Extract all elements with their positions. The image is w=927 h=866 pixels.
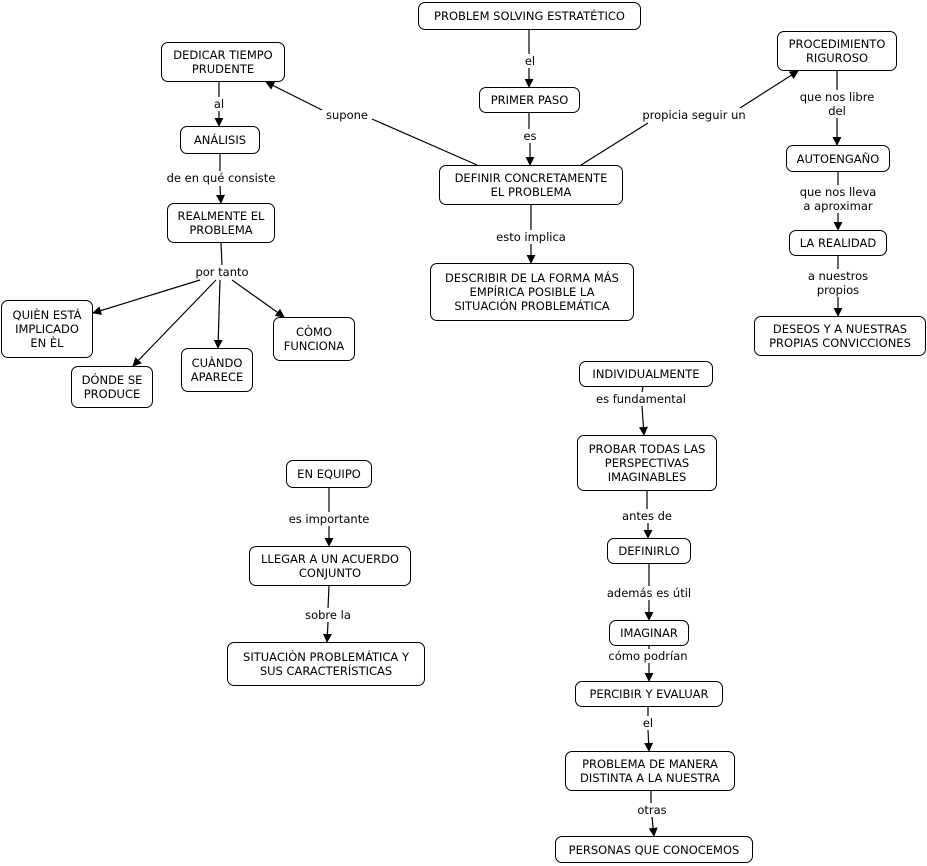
edge-por-tanto-como [231,279,285,318]
edge-acuerdo-sobre [327,585,330,609]
node-personas[interactable]: PERSONAS QUE CONOCEMOS [555,836,753,863]
link-label-fundamental: es fundamental [593,392,689,406]
node-probar[interactable]: PROBAR TODAS LAS PERSPECTIVAS IMAGINABLE… [577,435,717,491]
link-label-sobre: sobre la [303,608,353,622]
edge-por-tanto-cuando [213,279,223,349]
node-describir[interactable]: DESCRIBIR DE LA FORMA MÁS EMPÍRICA POSIB… [430,263,634,321]
node-manera[interactable]: PROBLEMA DE MANERA DISTINTA A LA NUESTRA [565,751,735,791]
node-imaginar[interactable]: IMAGINAR [609,620,689,646]
node-individualmente[interactable]: INDIVIDUALMENTE [579,361,713,387]
node-realidad[interactable]: LA REALIDAD [789,230,887,256]
edge-por-tanto-donde [132,279,217,367]
edge-individualmente-fundamental [641,386,644,393]
link-label-propicia: propicia seguir un [640,108,748,122]
link-label-esto-implica: esto implica [494,230,568,244]
node-situacion[interactable]: SITUACIÒN PROBLEMÁTICA Y SUS CARACTERÍST… [227,642,425,686]
edge-fundamental-probar [638,405,648,436]
edge-realmente-por-tanto [220,242,223,266]
link-label-el: el [522,54,538,68]
edge-por-tanto-quien [92,279,201,315]
node-cuando[interactable]: CUÀNDO APARECE [181,348,253,392]
node-primer-paso[interactable]: PRIMER PASO [479,87,580,113]
link-label-podrian: cómo podrían [606,649,690,663]
link-label-importante: es importante [286,512,372,526]
node-percibir[interactable]: PERCIBIR Y EVALUAR [575,681,723,707]
node-deseos[interactable]: DESEOS Y A NUESTRAS PROPIAS CONVICCIONES [754,316,926,356]
edge-definir-supone [371,118,478,166]
link-label-otras: otras [635,803,669,817]
link-label-el-2: el [640,716,656,730]
edge-sobre-situacion [322,621,332,643]
link-label-util: además es útil [604,586,694,600]
link-label-por-tanto: por tanto [193,265,251,279]
link-label-aproximar: que nos lleva a aproximar [793,185,883,213]
edge-propicia-procedimiento [739,70,799,109]
node-problem-solving[interactable]: PROBLEM SOLVING ESTRATÉTICO [418,2,641,30]
node-donde[interactable]: DÓNDE SE PRODUCE [71,366,153,408]
edge-el-manera [644,729,654,752]
node-equipo[interactable]: EN EQUIPO [286,460,372,488]
link-label-antes: antes de [620,509,674,523]
link-label-al: al [211,97,227,111]
node-definir[interactable]: DEFINIR CONCRETAMENTE EL PROBLEMA [439,165,623,205]
node-quien[interactable]: QUIÈN ESTÁ IMPLICADO EN ÈL [1,300,93,358]
link-label-libre: que nos libre del [797,90,877,118]
node-analisis[interactable]: ANÁLISIS [180,126,260,154]
link-label-consiste: de en qué consiste [164,171,278,185]
node-dedicar[interactable]: DEDICAR TIEMPO PRUDENTE [161,42,285,82]
node-definirlo[interactable]: DEFINIRLO [607,538,691,564]
link-label-es: es [521,129,539,143]
link-label-propios: a nuestros propios [793,269,883,297]
edge-consiste-realmente [216,185,226,204]
edge-definir-propicia [580,122,649,166]
node-como[interactable]: CÒMO FUNCIONA [273,317,355,361]
link-label-supone: supone [324,108,370,122]
edge-otras-personas [648,816,658,837]
edge-supone-dedicar [265,81,323,111]
node-procedimiento[interactable]: PROCEDIMIENTO RIGUROSO [777,31,897,71]
node-acuerdo[interactable]: LLEGAR A UN ACUERDO CONJUNTO [249,546,411,586]
node-autoengano[interactable]: AUTOENGAÑO [786,145,890,172]
node-realmente[interactable]: REALMENTE EL PROBLEMA [167,203,275,243]
